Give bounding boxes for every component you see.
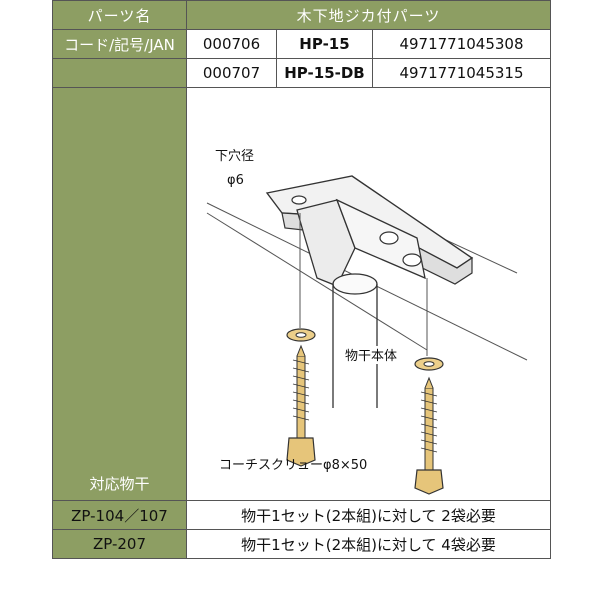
product-code: 000707 (186, 58, 277, 88)
compat-label-cell: 対応物干 (52, 87, 187, 501)
compat-note: 物干1セット(2本組)に対して 2袋必要 (186, 500, 551, 530)
code-row-1: コード/記号/JAN 000706 HP-15 4971771045308 (52, 29, 551, 59)
pilot-hole-label: 下穴径 (215, 149, 254, 164)
pole-label-bg (335, 346, 407, 364)
pole-label: 物干本体 (345, 349, 397, 364)
figure-cell: 下穴径 φ6 物干本体 (186, 87, 551, 501)
part-number: HP-15-DB (276, 58, 373, 88)
header-row: パーツ名 木下地ジカ付パーツ (52, 0, 551, 30)
spec-table: パーツ名 木下地ジカ付パーツ コード/記号/JAN 000706 HP-15 4… (52, 0, 551, 559)
screw-label: コーチスクリューφ8×50 (219, 458, 367, 473)
compat-label: 対応物干 (89, 475, 150, 493)
product-code: 000706 (186, 29, 277, 59)
part-title: 木下地ジカ付パーツ (186, 0, 551, 30)
nut-icon (402, 253, 422, 267)
part-name-label: パーツ名 (52, 0, 187, 30)
coach-screw-icon (296, 355, 306, 439)
code-label-empty (52, 58, 187, 88)
compat-note: 物干1セット(2本組)に対して 4袋必要 (186, 529, 551, 559)
coach-screw-icon (424, 387, 434, 471)
compat-model: ZP-104／107 (52, 500, 187, 530)
compat-model: ZP-207 (52, 529, 187, 559)
pilot-hole-icon (291, 195, 307, 205)
code-label: コード/記号/JAN (52, 29, 187, 59)
jan-code: 4971771045315 (372, 58, 551, 88)
part-number: HP-15 (276, 29, 373, 59)
nut-icon (379, 231, 399, 245)
code-row-2: 000707 HP-15-DB 4971771045315 (52, 58, 551, 88)
pilot-hole-size: φ6 (227, 173, 244, 188)
ceiling-line (206, 212, 428, 351)
figure-row: 対応物干 (52, 87, 551, 501)
screw-head-icon (286, 437, 316, 467)
mounting-illustration: 下穴径 φ6 物干本体 (206, 149, 528, 495)
screw-head-icon (414, 469, 444, 495)
pole-top (332, 273, 378, 295)
compat-row-2: ZP-207 物干1セット(2本組)に対して 4袋必要 (52, 529, 551, 559)
compat-row-1: ZP-104／107 物干1セット(2本組)に対して 2袋必要 (52, 500, 551, 530)
jan-code: 4971771045308 (372, 29, 551, 59)
spec-sheet: パーツ名 木下地ジカ付パーツ コード/記号/JAN 000706 HP-15 4… (52, 0, 551, 600)
